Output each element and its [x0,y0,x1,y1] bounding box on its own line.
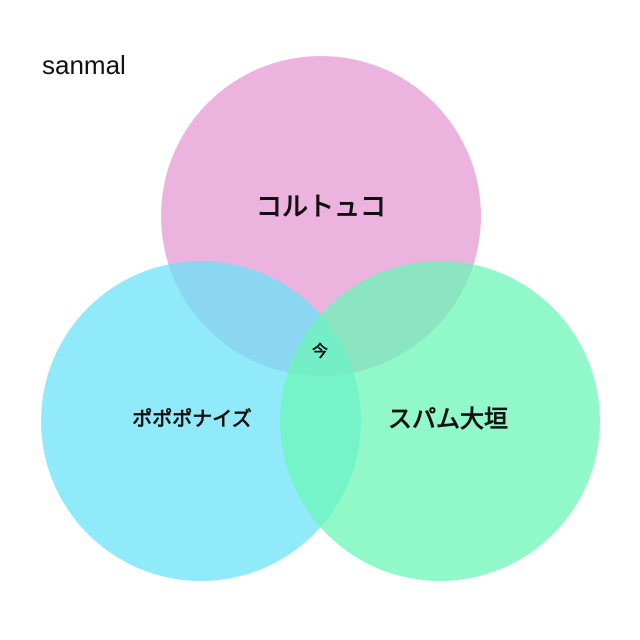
set-circle-right [280,261,600,581]
center-label: 今 [311,342,328,361]
set-label-top: コルトュコ [256,193,386,223]
set-label-left: ポポポナイズ [132,407,251,431]
diagram-title: sanmal [42,50,126,80]
set-circle-left [41,261,361,581]
set-label-right: スパム大垣 [388,405,508,433]
